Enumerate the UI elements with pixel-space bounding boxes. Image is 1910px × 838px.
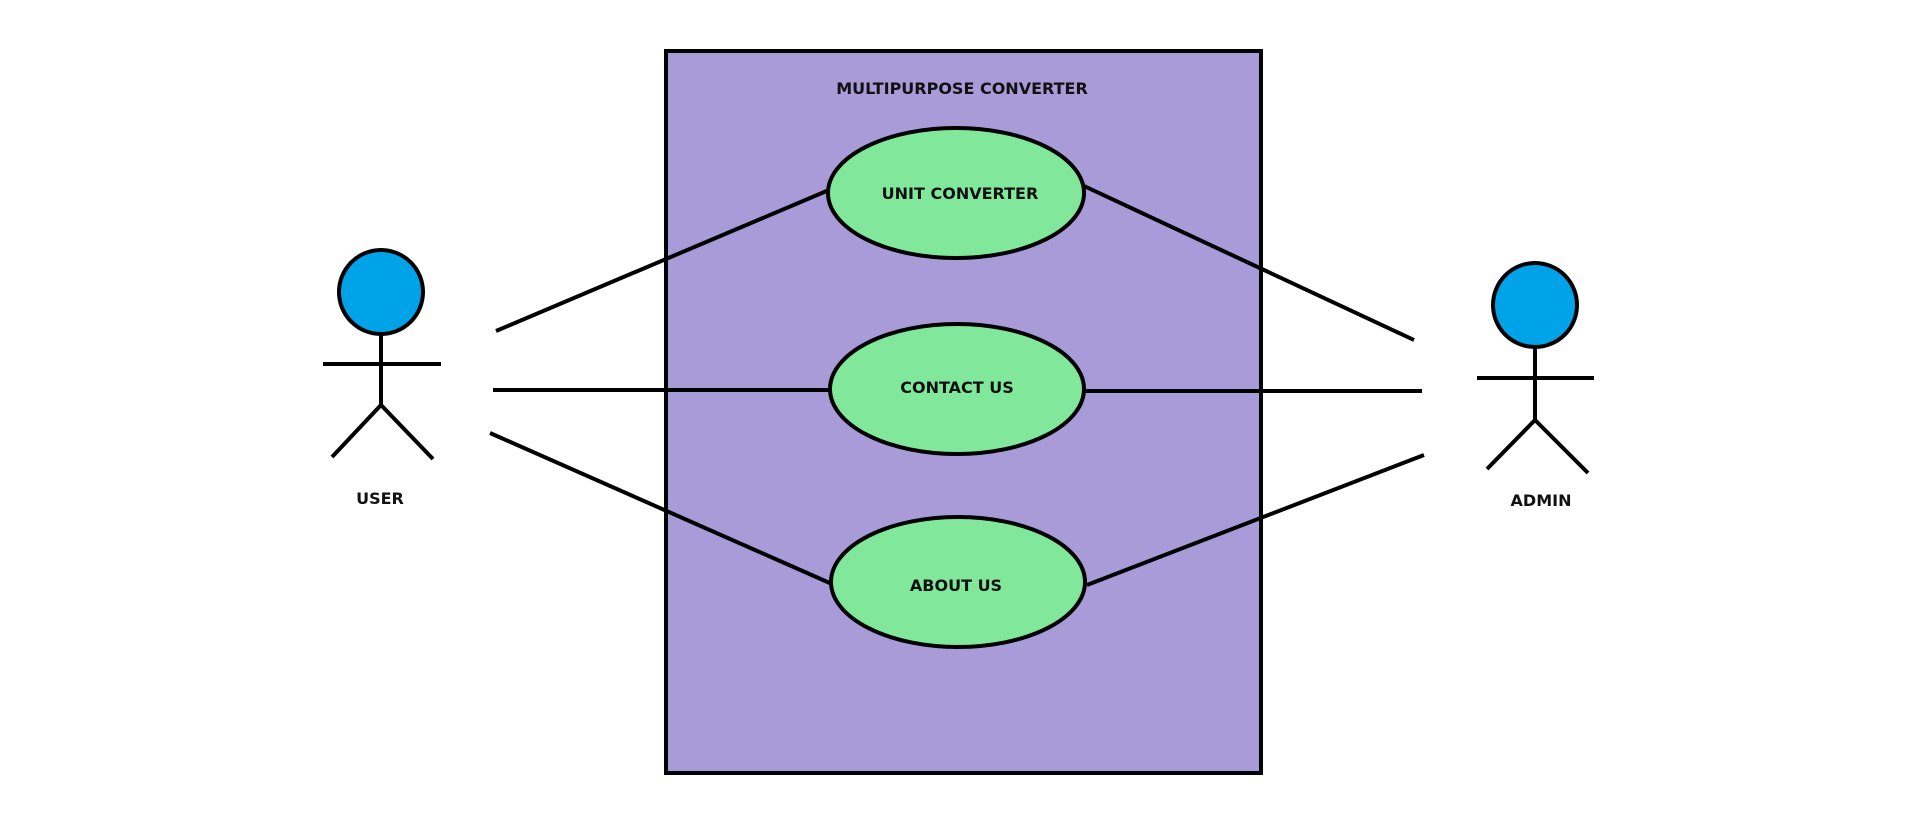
use-case-label: ABOUT US bbox=[910, 576, 1002, 595]
actor-label-user: USER bbox=[356, 489, 404, 508]
use-case-ellipse bbox=[829, 515, 1087, 649]
actor-head-icon bbox=[1491, 261, 1579, 349]
actor-label-admin: ADMIN bbox=[1511, 491, 1572, 510]
association-admin-about-us bbox=[1086, 453, 1425, 587]
use-case-label: UNIT CONVERTER bbox=[882, 184, 1039, 203]
association-user-about-us bbox=[489, 431, 833, 586]
use-case-contact-us: CONTACT US bbox=[828, 322, 1086, 456]
actor-head-icon bbox=[337, 248, 425, 336]
actor-left-leg bbox=[330, 403, 383, 459]
actor-right-leg bbox=[379, 403, 435, 461]
actor-user: USER bbox=[323, 248, 441, 508]
use-case-ellipse bbox=[826, 126, 1086, 260]
actor-left-leg bbox=[1485, 418, 1537, 471]
use-case-unit-converter: UNIT CONVERTER bbox=[826, 126, 1086, 260]
actor-admin: ADMIN bbox=[1477, 261, 1594, 510]
use-case-label: CONTACT US bbox=[900, 378, 1014, 397]
use-case-about-us: ABOUT US bbox=[829, 515, 1087, 649]
association-user-unit-converter bbox=[495, 188, 830, 333]
actor-right-leg bbox=[1533, 418, 1590, 475]
association-admin-unit-converter bbox=[1083, 184, 1415, 342]
use-case-ellipse bbox=[828, 322, 1086, 456]
system-title: MULTIPURPOSE CONVERTER bbox=[836, 79, 1088, 98]
